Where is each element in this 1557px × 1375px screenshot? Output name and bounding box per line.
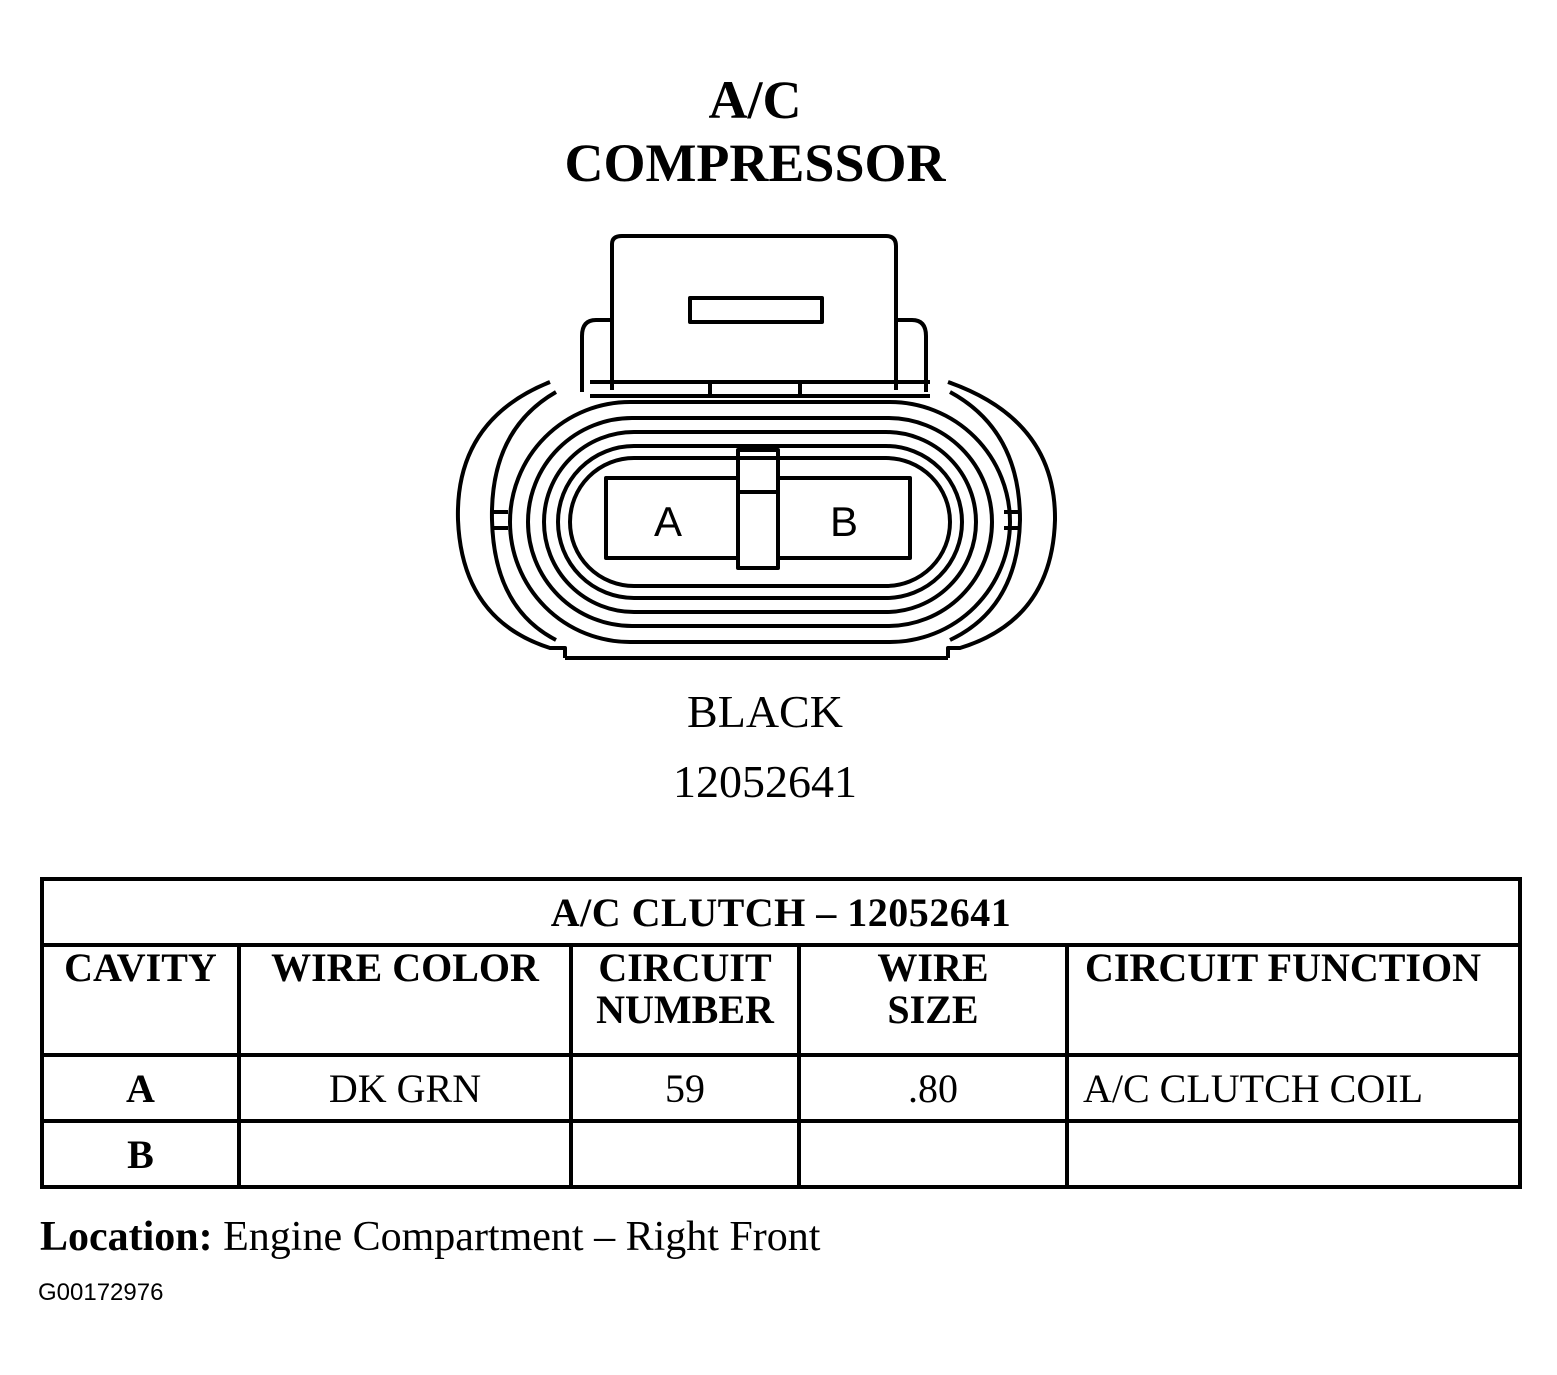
seal-ring-4: [556, 444, 964, 600]
figure-id: G00172976: [38, 1279, 164, 1306]
cell-circuit-function: [1065, 1119, 1522, 1189]
header-circuit-number: CIRCUIT NUMBER: [569, 943, 801, 1057]
outer-shell-left: [455, 380, 567, 658]
seal-ring-3: [542, 430, 978, 614]
cell-wire-color: [237, 1119, 573, 1189]
header-circuit-function: CIRCUIT FUNCTION: [1065, 943, 1522, 1057]
tab-shoulder-left: [580, 318, 612, 392]
seal-ring-5: [568, 456, 952, 588]
connector-color: BLACK: [687, 686, 843, 737]
locking-tab: [610, 234, 898, 390]
outer-shell-right: [946, 380, 1058, 658]
tab-shoulder-right: [896, 318, 928, 392]
connector-face-diagram: A B: [455, 234, 1058, 660]
seal-ring-1: [508, 400, 1012, 644]
cell-circuit-function: A/C CLUTCH COIL: [1065, 1053, 1522, 1123]
location-note: Location: Engine Compartment – Right Fro…: [40, 1210, 820, 1264]
header-circuit-number-line2: NUMBER: [596, 987, 774, 1032]
location-value: Engine Compartment – Right Front: [223, 1214, 821, 1260]
locking-tab-slot: [688, 296, 824, 324]
cell-wire-size: .80: [797, 1053, 1069, 1123]
cell-cavity: B: [40, 1119, 241, 1189]
side-notch-right: [1004, 510, 1020, 530]
location-label: Location:: [40, 1214, 213, 1260]
table-caption: A/C CLUTCH – 12052641: [40, 877, 1522, 947]
cell-circuit-number: [569, 1119, 801, 1189]
cavity-a-label: A: [654, 498, 682, 545]
table-row: A DK GRN 59 .80 A/C CLUTCH COIL: [40, 1053, 1522, 1123]
header-wire-size-line2: SIZE: [887, 987, 979, 1032]
cavity-b-label: B: [830, 498, 858, 545]
table-row: B: [40, 1119, 1522, 1189]
header-circuit-number-line1: CIRCUIT: [598, 945, 772, 990]
pinout-table: A/C CLUTCH – 12052641 CAVITY WIRE COLOR …: [40, 877, 1522, 1189]
cell-wire-size: [797, 1119, 1069, 1189]
side-notch-left: [492, 510, 508, 530]
tab-base: [590, 380, 930, 398]
header-wire-color: WIRE COLOR: [237, 943, 573, 1057]
cell-cavity: A: [40, 1053, 241, 1123]
title-line-2: COMPRESSOR: [564, 133, 946, 193]
header-wire-size-line1: WIRE: [877, 945, 989, 990]
cell-wire-color: DK GRN: [237, 1053, 573, 1123]
title-line-1: A/C: [708, 70, 802, 130]
tab-base-ribs: [708, 382, 802, 396]
seal-ring-2: [526, 416, 994, 628]
center-key: [736, 448, 780, 570]
header-cavity: CAVITY: [40, 943, 241, 1057]
outer-shell-left-inner: [489, 390, 557, 642]
cell-circuit-number: 59: [569, 1053, 801, 1123]
connector-part-number: 12052641: [673, 756, 857, 807]
outer-shell-right-inner: [949, 390, 1022, 642]
header-wire-size: WIRE SIZE: [797, 943, 1069, 1057]
